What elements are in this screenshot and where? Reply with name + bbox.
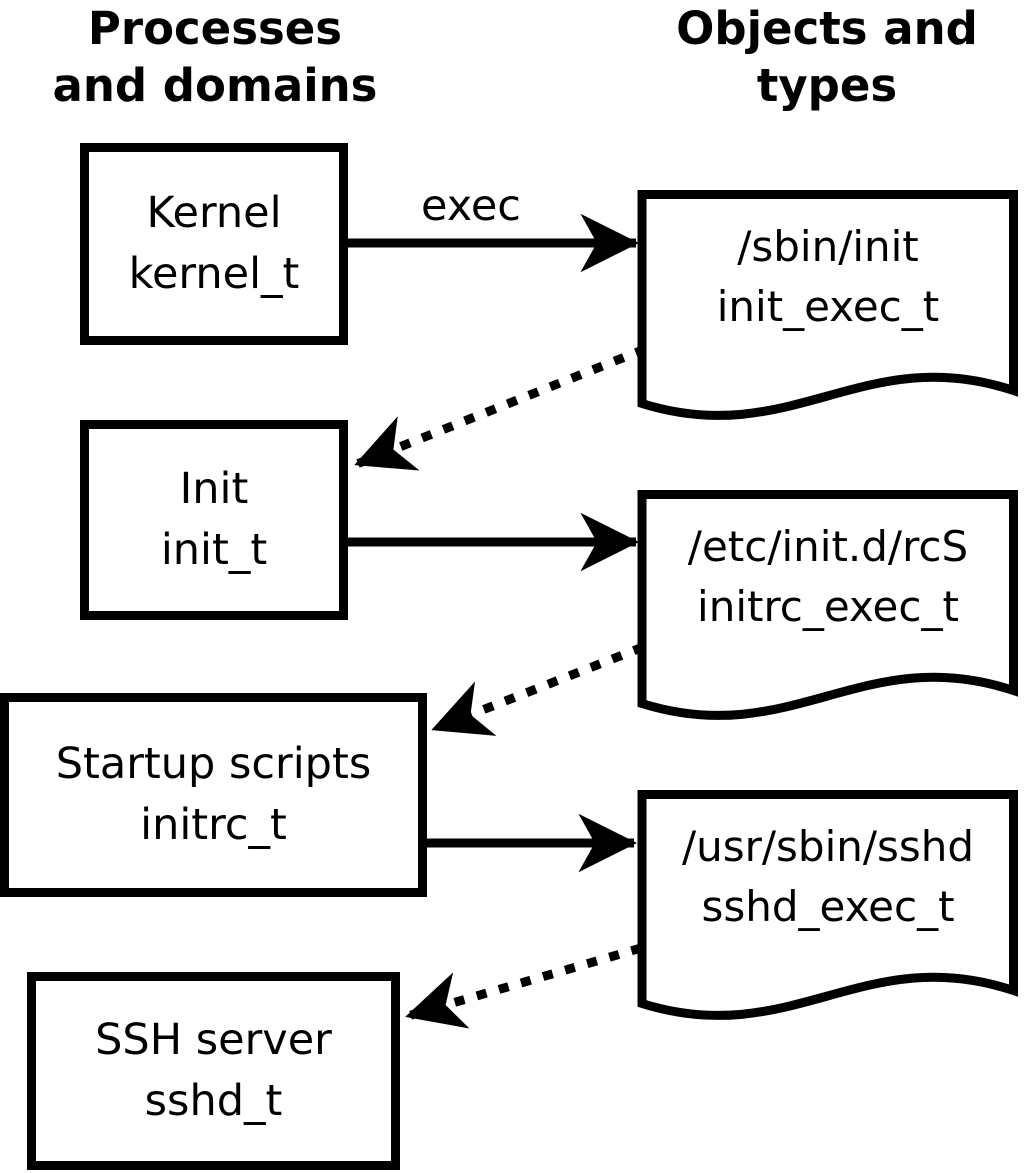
startup-scripts-box-label: Startup scripts initrc_t: [0, 693, 427, 897]
usr-sbin-sshd-file-type: sshd_exec_t: [701, 882, 955, 931]
heading-objects-line2: types: [756, 59, 898, 112]
document-shape-usr-sbin-sshd: [637, 790, 1018, 1020]
column-heading-processes: Processes and domains: [0, 0, 430, 114]
transition-arrow-rcs-to-startup: [431, 642, 645, 736]
kernel-domain-type: kernel_t: [128, 249, 300, 299]
init-box-label: Init init_t: [80, 420, 348, 620]
process-box-init: [80, 420, 348, 620]
etc-initd-rcs-file-type: initrc_exec_t: [697, 582, 959, 631]
transition-arrow-sbin-init-to-init: [354, 344, 647, 471]
heading-processes-line2: and domains: [52, 59, 378, 112]
process-box-kernel: [80, 143, 348, 345]
etc-initd-rcs-doc-label: /etc/init.d/rcS initrc_exec_t: [638, 494, 1018, 660]
startup-scripts-domain-type: initrc_t: [140, 800, 287, 850]
usr-sbin-sshd-doc-label: /usr/sbin/sshd sshd_exec_t: [638, 794, 1018, 960]
heading-objects-line1: Objects and: [676, 2, 978, 55]
ssh-server-name: SSH server: [95, 1015, 332, 1065]
etc-initd-rcs-path: /etc/init.d/rcS: [687, 522, 969, 571]
usr-sbin-sshd-path: /usr/sbin/sshd: [681, 822, 975, 871]
sbin-init-file-type: init_exec_t: [716, 282, 940, 331]
document-shape-sbin-init: [637, 190, 1018, 420]
init-name: Init: [179, 464, 249, 514]
heading-processes-line1: Processes: [87, 2, 343, 55]
startup-scripts-name: Startup scripts: [55, 739, 372, 789]
process-box-startup-scripts: [0, 693, 427, 897]
ssh-server-domain-type: sshd_t: [144, 1076, 283, 1126]
exec-arrow-label: exec: [421, 181, 521, 231]
sbin-init-path: /sbin/init: [737, 222, 919, 271]
transition-arrow-sshd-to-sshserver: [405, 943, 643, 1029]
init-domain-type: init_t: [160, 525, 268, 575]
kernel-name: Kernel: [146, 188, 282, 238]
ssh-server-box-label: SSH server sshd_t: [27, 972, 400, 1170]
column-heading-objects: Objects and types: [630, 0, 1024, 114]
kernel-box-label: Kernel kernel_t: [80, 143, 348, 345]
sbin-init-doc-label: /sbin/init init_exec_t: [638, 194, 1018, 360]
document-shape-etc-initd-rcs: [637, 490, 1018, 720]
process-box-ssh-server: [27, 972, 400, 1170]
